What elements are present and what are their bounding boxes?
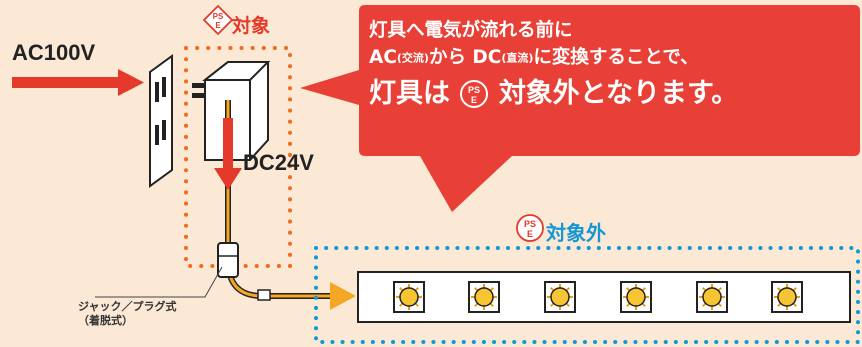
callout-dc-paren: (直流): [501, 51, 534, 65]
ac-input-label: AC100V: [12, 40, 96, 65]
led-chip-icon: [771, 281, 803, 313]
non-target-zone-border: [314, 246, 860, 344]
strip-input-arrow: [330, 282, 356, 310]
callout-line3-end: 対象外となります。: [498, 77, 739, 109]
callout-ac-paren: (交流): [396, 51, 429, 65]
led-chip-icon: [468, 281, 500, 313]
wall-outlet-icon: [149, 54, 173, 188]
callout-mid: から DC: [428, 47, 502, 68]
svg-text:E: E: [527, 229, 533, 239]
target-zone-border: [184, 46, 292, 268]
jack-plug-label-line1: ジャック／プラグ式: [78, 300, 177, 313]
ac-input-arrow: [12, 69, 144, 96]
led-chip-icon: [620, 281, 652, 313]
target-label: 対象: [232, 15, 271, 37]
callout-bubble: [300, 5, 860, 212]
ac-adapter-icon: [192, 61, 271, 161]
svg-text:PS: PS: [468, 85, 480, 95]
jack-plug-label-line2: （着脱式）: [78, 314, 133, 327]
callout-ac: AC: [369, 47, 397, 68]
callout-line-2: AC(交流)から DC(直流)に変換することで、: [369, 44, 839, 72]
jack-leader-line: [95, 266, 223, 298]
non-target-label: 対象外: [546, 221, 606, 245]
svg-text:E: E: [215, 21, 221, 30]
svg-text:PS: PS: [524, 219, 536, 229]
jack-plug-label: ジャック／プラグ式 （着脱式）: [78, 300, 176, 328]
dc-output-arrow: [214, 118, 242, 190]
callout-line-3: 灯具は PS E 対象外となります。: [369, 74, 839, 114]
jack-plug-connector-icon: [217, 242, 271, 301]
led-strip: [357, 271, 851, 323]
led-chip-icon: [544, 281, 576, 313]
callout-end: に変換することで、: [533, 47, 699, 68]
dc-output-label: DC24V: [243, 150, 314, 175]
led-chip-icon: [696, 281, 728, 313]
pse-diamond-mark-icon: PS E: [202, 4, 234, 36]
svg-text:E: E: [471, 95, 477, 105]
led-chips: [393, 281, 803, 313]
pse-round-mark-icon: PS E: [516, 214, 544, 242]
callout-text: 灯具へ電気が流れる前に AC(交流)から DC(直流)に変換することで、 灯具は…: [369, 17, 839, 114]
led-chip-icon: [393, 281, 425, 313]
svg-text:PS: PS: [213, 12, 224, 21]
pse-round-mark-icon: PS E: [460, 80, 489, 108]
callout-line-1: 灯具へ電気が流れる前に: [369, 20, 573, 41]
callout-line3-start: 灯具は: [369, 77, 450, 109]
